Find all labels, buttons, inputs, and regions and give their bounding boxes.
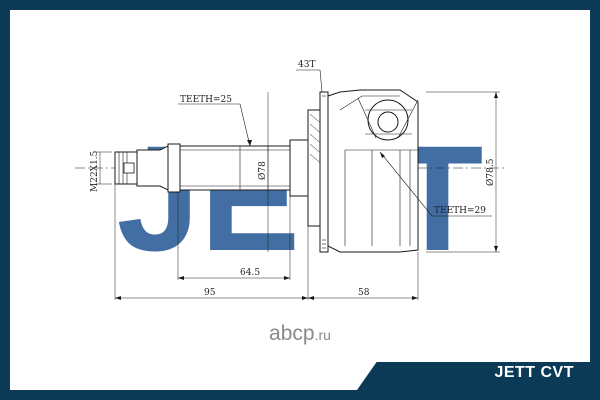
jett-watermark-logo: JETT — [117, 114, 484, 282]
leader-teeth-29 — [379, 151, 492, 217]
ball — [377, 111, 399, 133]
teeth-25-label: TEETH=25 — [180, 95, 232, 105]
cotter-hole — [123, 162, 135, 174]
site-watermark-name: аbcp — [269, 322, 315, 345]
leader-teeth-25 — [178, 103, 251, 147]
abs-43t-label: 43T — [298, 60, 315, 70]
drawing-panel — [10, 10, 590, 390]
abs-ring — [319, 91, 329, 253]
thread-label: M22X1.5 — [90, 150, 100, 192]
leader-43t — [296, 69, 323, 93]
site-watermark-tld: .ru — [314, 327, 331, 343]
splined-shaft — [179, 145, 291, 191]
teeth-29-label: TEETH=29 — [434, 206, 486, 216]
dim-95-label: 95 — [204, 288, 216, 298]
dim-58-label: 58 — [358, 288, 370, 298]
outer-dia-label: Ø78.5 — [485, 158, 496, 186]
product-label: JETT CVT — [494, 364, 574, 381]
dim-64-5-label: 64.5 — [240, 268, 260, 278]
shaft-neck — [136, 145, 169, 191]
shaft-dia-label: Ø78 — [257, 161, 268, 180]
site-watermark: аbcp.ru — [0, 322, 600, 346]
